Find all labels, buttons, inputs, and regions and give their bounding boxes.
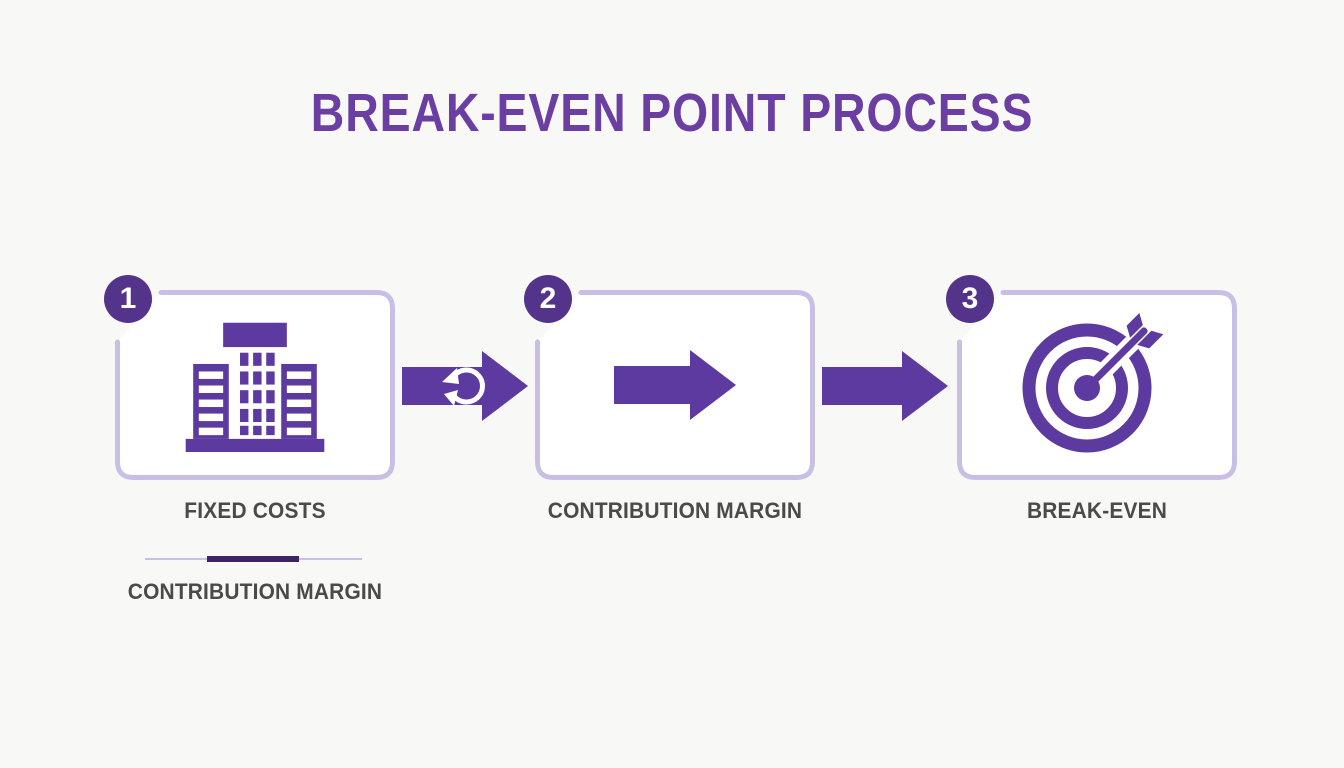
step-box-break-even: 3 [946, 275, 1237, 480]
step-box-fixed-costs: 1 [104, 275, 395, 480]
flow-arrow-1 [402, 342, 528, 430]
plain-arrow-icon [822, 351, 948, 421]
fraction-denominator-label: CONTRIBUTION MARGIN [127, 579, 383, 604]
step-box-contribution-margin: 2 [524, 275, 815, 480]
step-box-frame [115, 290, 395, 480]
flow-arrow-2 [822, 342, 948, 430]
fraction-divider-accent [207, 556, 299, 562]
target-icon [969, 302, 1225, 468]
step-number-badge-2: 2 [524, 275, 572, 323]
step-label-contribution-margin: CONTRIBUTION MARGIN [547, 498, 803, 523]
page-title-text: BREAK-EVEN POINT PROCESS [310, 83, 1034, 143]
building-icon [127, 302, 383, 468]
step-number-3: 3 [961, 282, 979, 315]
cycle-arrow-icon [402, 351, 528, 421]
step-number-badge-3: 3 [946, 275, 994, 323]
fraction-divider-line [145, 556, 362, 562]
step-label-break-even: BREAK-EVEN [1026, 498, 1168, 523]
step-number-badge-1: 1 [104, 275, 152, 323]
page-title: BREAK-EVEN POINT PROCESS [0, 82, 1344, 144]
step-number-2: 2 [539, 282, 557, 315]
arrow-right-icon [547, 302, 803, 468]
step-label-fixed-costs: FIXED COSTS [184, 498, 326, 523]
step-number-1: 1 [119, 282, 137, 315]
